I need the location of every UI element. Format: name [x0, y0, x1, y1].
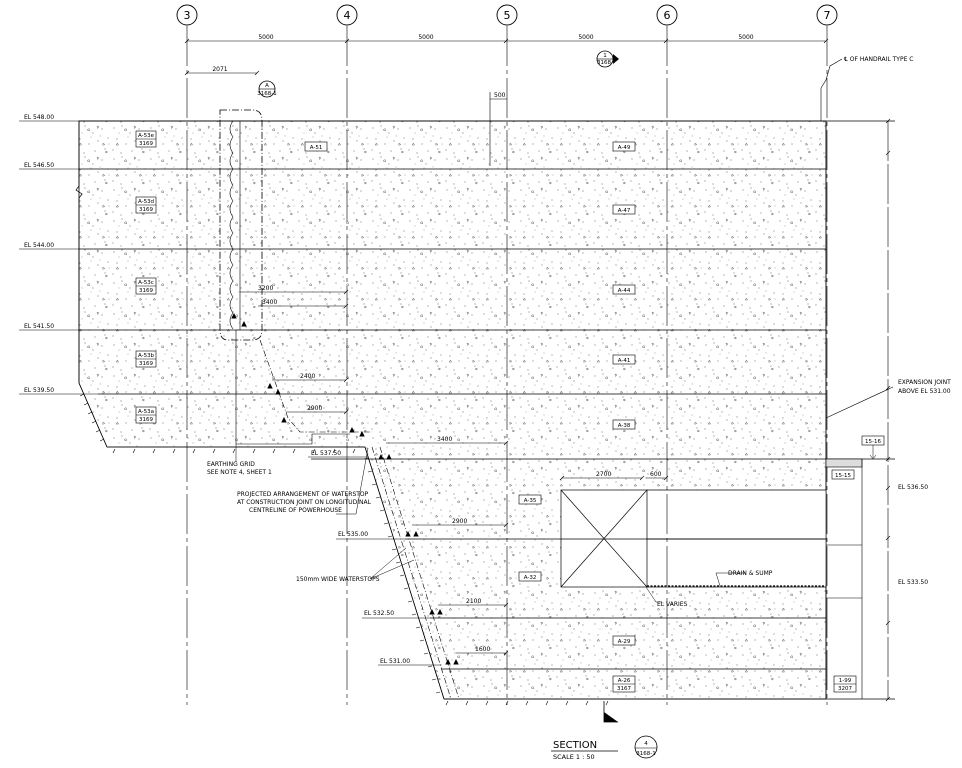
dim-2071: 2071 [212, 66, 227, 73]
tag-1-99-sheet: 3207 [838, 686, 852, 692]
grid-label: 5 [504, 9, 511, 22]
tag-15-15-text: 15-15 [835, 473, 851, 479]
tag-1-99: 1-99 3207 [833, 675, 857, 693]
grid-label: 7 [824, 9, 831, 22]
elevation-537: EL 537.50 [311, 450, 341, 457]
grid-bubble [336, 4, 358, 26]
section-ref-bubble-top: 1 3168- [596, 50, 619, 68]
dim-2900-lower: 2900 [452, 518, 467, 525]
dim-2100: 2100 [466, 598, 481, 605]
dim-3200: 3200 [258, 285, 273, 292]
note-waterstops: 150mm WIDE WATERSTOPS [296, 576, 380, 583]
elevation-541: EL 541.50 [24, 323, 54, 330]
section-sheet: 3168-1 [636, 751, 655, 757]
left-tag-a53b: A-53b 3169 [135, 350, 157, 368]
sump-opening [560, 489, 826, 588]
note-projected-line3: CENTRELINE OF POWERHOUSE [249, 507, 342, 514]
note-earthing-line2: SEE NOTE 4, SHEET 1 [207, 469, 272, 476]
left-tag-a53d: A-53d 3169 [135, 196, 157, 214]
left-tag-code: A-53d [138, 199, 154, 205]
elevation-535: EL 535.00 [338, 531, 368, 538]
left-tag-code: A-53c [138, 280, 154, 286]
grid-label: 4 [344, 9, 351, 22]
grid-label: 6 [664, 9, 671, 22]
pour-tag-a32: A-32 [524, 575, 537, 581]
dim-2400: 2400 [300, 373, 315, 380]
elevation-544: EL 544.00 [24, 242, 54, 249]
tag-15-16-text: 15-16 [865, 439, 881, 445]
left-tag-code: A-53e [138, 133, 155, 139]
dim-2900-upper: 2900 [307, 405, 322, 412]
grid-bubble [816, 4, 838, 26]
section-ref-number: 1 [603, 53, 607, 59]
bay-dim-6-7: 5000 [738, 34, 753, 41]
pour-tag-a38: A-38 [618, 423, 631, 429]
note-earthing-line1: EARTHING GRID [207, 461, 255, 468]
elevation-548: EL 548.00 [24, 114, 54, 121]
elevation-531: EL 531.00 [380, 658, 410, 665]
pour-tag-a49: A-49 [618, 145, 631, 151]
elevation-546: EL 546.50 [24, 162, 54, 169]
note-el-varies: EL VARIES [657, 601, 688, 608]
elevation-536-right: EL 536.50 [898, 484, 928, 491]
section-scale: SCALE 1 : 50 [553, 753, 595, 761]
dim-3400-lower: 3400 [437, 436, 452, 443]
grid-label: 3 [184, 9, 191, 22]
pour-tag-a51: A-51 [310, 145, 323, 151]
note-handrail: ℄ OF HANDRAIL TYPE C [844, 56, 913, 63]
grid-bubble [176, 4, 198, 26]
left-tag-sheet: 3169 [139, 207, 153, 213]
grid-bubble [496, 4, 518, 26]
left-tag-sheet: 3169 [139, 361, 153, 367]
bay-dim-5-6: 5000 [578, 34, 593, 41]
left-tag-code: A-53a [138, 409, 154, 415]
grid-bubble [656, 4, 678, 26]
detail-ref-sheet: 3168-1 [257, 91, 276, 97]
pour-tag-a29: A-29 [618, 639, 631, 645]
left-tag-sheet: 3169 [139, 141, 153, 147]
title-block: SECTION SCALE 1 : 50 4 3168-1 [551, 735, 658, 761]
bay-dim-3-4: 5000 [258, 34, 273, 41]
tag-1-99-text: 1-99 [839, 678, 852, 684]
left-tag-sheet: 3169 [139, 417, 153, 423]
left-tag-sheet: 3169 [139, 288, 153, 294]
left-tag-a53a: A-53a 3169 [135, 406, 157, 424]
pour-tag-a26-sheet: 3167 [617, 686, 631, 692]
left-tag-a53c: A-53c 3169 [135, 277, 157, 295]
dim-1600: 1600 [475, 646, 490, 653]
note-expansion-line1: EXPANSION JOINT [898, 379, 951, 386]
left-tag-code: A-53b [138, 353, 155, 359]
note-expansion-line2: ABOVE EL 531.00 [898, 388, 951, 395]
pour-tag-a41: A-41 [618, 358, 631, 364]
section-ref-sheet: 3168- [597, 60, 613, 66]
section-title: SECTION [553, 740, 597, 751]
note-projected-line2: AT CONSTRUCTION JOINT ON LONGITUDINAL [237, 499, 372, 506]
dim-500: 500 [494, 92, 506, 99]
dim-3400-upper: 3400 [262, 299, 277, 306]
pour-tag-a44: A-44 [618, 288, 631, 294]
note-drain-sump: DRAIN & SUMP [728, 570, 773, 577]
dim-600: 600 [650, 471, 662, 478]
elevation-533-right: EL 533.50 [898, 579, 928, 586]
detail-ref-bubble-a: A 3168-1 [257, 80, 277, 98]
tag-15-15: 15-15 [831, 469, 855, 480]
bay-dim-4-5: 5000 [418, 34, 433, 41]
detail-ref-letter: A [265, 83, 269, 89]
note-projected-line1: PROJECTED ARRANGEMENT OF WATERSTOP [237, 491, 369, 498]
section-number: 4 [644, 741, 648, 747]
left-tag-a53e: A-53e 3169 [135, 130, 157, 148]
elevation-539: EL 539.50 [24, 387, 54, 394]
pour-tag-a35: A-35 [524, 498, 537, 504]
dim-2700: 2700 [596, 471, 611, 478]
pour-tag-a47: A-47 [618, 208, 631, 214]
tag-15-16: 15-16 [861, 435, 885, 460]
pour-tag-a26: A-26 [618, 678, 631, 684]
elevation-532: EL 532.50 [364, 610, 394, 617]
